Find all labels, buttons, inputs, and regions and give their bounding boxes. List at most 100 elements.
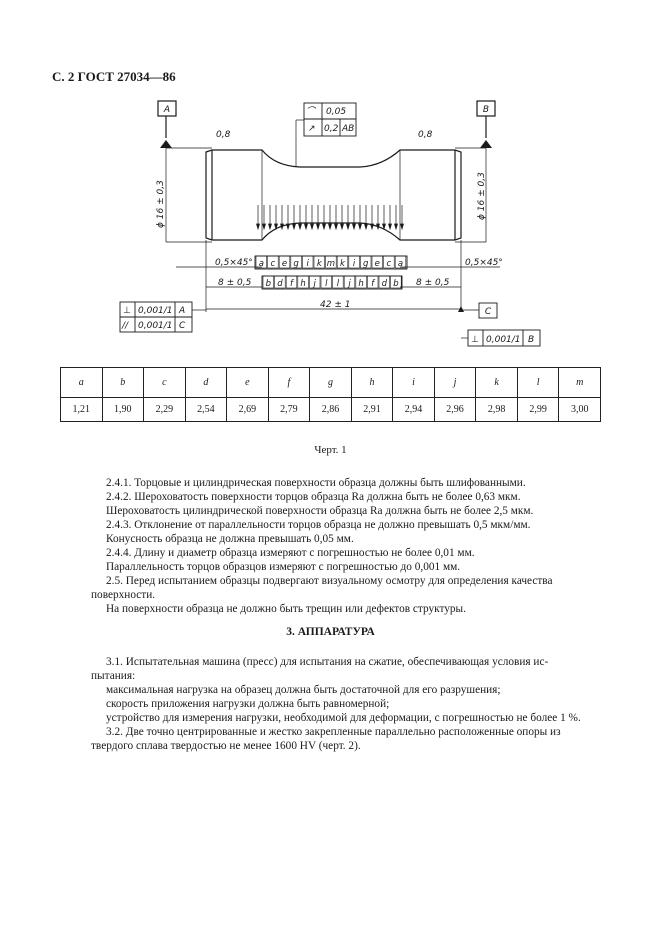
section-letter: g xyxy=(363,259,369,269)
fcf-top-ref: AB xyxy=(341,124,354,134)
letter-box xyxy=(325,255,337,269)
dia-right: ϕ 16 ± 0,3 xyxy=(477,172,487,220)
letter-box xyxy=(383,255,395,269)
dia-left: ϕ 16 ± 0,3 xyxy=(156,180,166,228)
arrow-head xyxy=(400,223,404,231)
section-letter: l xyxy=(325,279,328,289)
arrow-head xyxy=(382,223,386,231)
section-letter: k xyxy=(340,259,346,269)
table-value-cell: 2,91 xyxy=(350,397,394,422)
section-letter: c xyxy=(387,259,392,269)
letter-box xyxy=(274,275,286,289)
letter-box xyxy=(371,255,383,269)
paragraph: 3.2. Две точно центрированные и жестко з… xyxy=(106,726,561,738)
table-value-cell: 2,79 xyxy=(267,397,311,422)
table-header-cell: j xyxy=(433,367,477,398)
letter-box xyxy=(278,255,291,269)
arrow-head xyxy=(388,223,392,231)
len-right: 8 ± 0,5 xyxy=(416,278,450,288)
paragraph: 2.4.3. Отклонение от параллельности торц… xyxy=(106,519,531,531)
letter-box xyxy=(367,275,379,289)
arrow-head xyxy=(376,223,380,231)
paragraph: На поверхности образца не должно быть тр… xyxy=(106,603,466,615)
letter-box xyxy=(267,255,279,269)
arrow-head xyxy=(280,223,284,231)
section-letter: c xyxy=(271,259,276,269)
table-value-cell: 2,54 xyxy=(184,397,228,422)
arrow-head xyxy=(310,223,314,231)
arrow-head xyxy=(394,223,398,231)
letter-box xyxy=(297,275,309,289)
len-left: 8 ± 0,5 xyxy=(218,278,252,288)
datum-c-box xyxy=(478,302,498,319)
arrow-head xyxy=(334,223,338,231)
letter-box xyxy=(355,275,367,289)
section-letter: j xyxy=(313,279,317,289)
paragraph: Параллельность торцов образцов измеряют … xyxy=(106,561,461,573)
fcf-right-ref: B xyxy=(528,335,534,345)
letter-box xyxy=(336,255,349,269)
table-header-cell: d xyxy=(184,367,228,398)
section-letter: h xyxy=(358,279,363,289)
letter-box xyxy=(332,275,344,289)
letter-box xyxy=(320,275,332,289)
letter-box xyxy=(255,255,267,269)
arrow-head xyxy=(316,223,320,231)
arrow-head xyxy=(268,223,272,231)
paragraph: 2.4.4. Длину и диаметр образца измеряют … xyxy=(106,547,475,559)
table-value-cell: 2,29 xyxy=(143,397,186,422)
datum-a-box xyxy=(157,100,177,117)
section-letter: l xyxy=(337,279,340,289)
table-value-cell: 2,86 xyxy=(309,397,352,422)
fcf-top-value-2: 0,2 xyxy=(324,124,339,134)
table-header-cell: k xyxy=(475,367,518,398)
paragraph: поверхности. xyxy=(91,589,156,601)
datum-a-label: A xyxy=(163,105,170,115)
section-letter: d xyxy=(382,279,388,289)
profile-icon: ⌒ xyxy=(306,106,317,117)
arrow-head xyxy=(358,223,362,231)
parallel-icon: // xyxy=(121,321,129,331)
table-header-cell: f xyxy=(267,367,311,398)
perpendicular-icon: ⊥ xyxy=(123,306,131,316)
perpendicular-icon-right: ⊥ xyxy=(471,335,479,345)
table-header-cell: i xyxy=(392,367,435,398)
fcf-top xyxy=(303,102,357,137)
specimen-outline xyxy=(205,149,462,241)
section-letter: a xyxy=(259,259,264,269)
letter-box xyxy=(262,275,274,289)
paragraph: пытания: xyxy=(91,670,136,682)
letter-box xyxy=(302,255,314,269)
table-header-cell: g xyxy=(309,367,352,398)
letter-box xyxy=(394,255,407,269)
table-value-cell: 2,98 xyxy=(475,397,518,422)
letter-box xyxy=(360,255,372,269)
arrow-head xyxy=(322,223,326,231)
paragraph: Конусность образца не должна превышать 0… xyxy=(106,533,354,545)
section-letter: e xyxy=(375,259,380,269)
section-letter: m xyxy=(327,259,335,269)
section-letter: g xyxy=(293,259,299,269)
arrow-head xyxy=(292,223,296,231)
section-letter: a xyxy=(398,259,403,269)
section-letter: i xyxy=(307,259,310,269)
arrow-head xyxy=(352,223,356,231)
fcf-right-value: 0,001/1 xyxy=(486,335,521,345)
table-header-cell: c xyxy=(143,367,186,398)
paragraph: максимальная нагрузка на образец должна … xyxy=(106,684,501,696)
roughness-right: 0,8 xyxy=(418,130,433,140)
fcf-top-value-1: 0,05 xyxy=(326,107,346,117)
table-value-cell: 2,94 xyxy=(392,397,435,422)
paragraph: 2.4.1. Торцовые и цилиндрическая поверхн… xyxy=(106,477,526,489)
table-value-cell: 3,00 xyxy=(558,397,601,422)
arrow-head xyxy=(364,223,368,231)
arrow-head xyxy=(370,223,374,231)
letter-box xyxy=(343,275,356,289)
table-header-cell: l xyxy=(516,367,560,398)
table-value-cell: 1,90 xyxy=(101,397,145,422)
figure-caption: Черт. 1 xyxy=(314,444,347,456)
section-letter: b xyxy=(266,279,271,289)
len-total: 42 ± 1 xyxy=(320,300,350,310)
